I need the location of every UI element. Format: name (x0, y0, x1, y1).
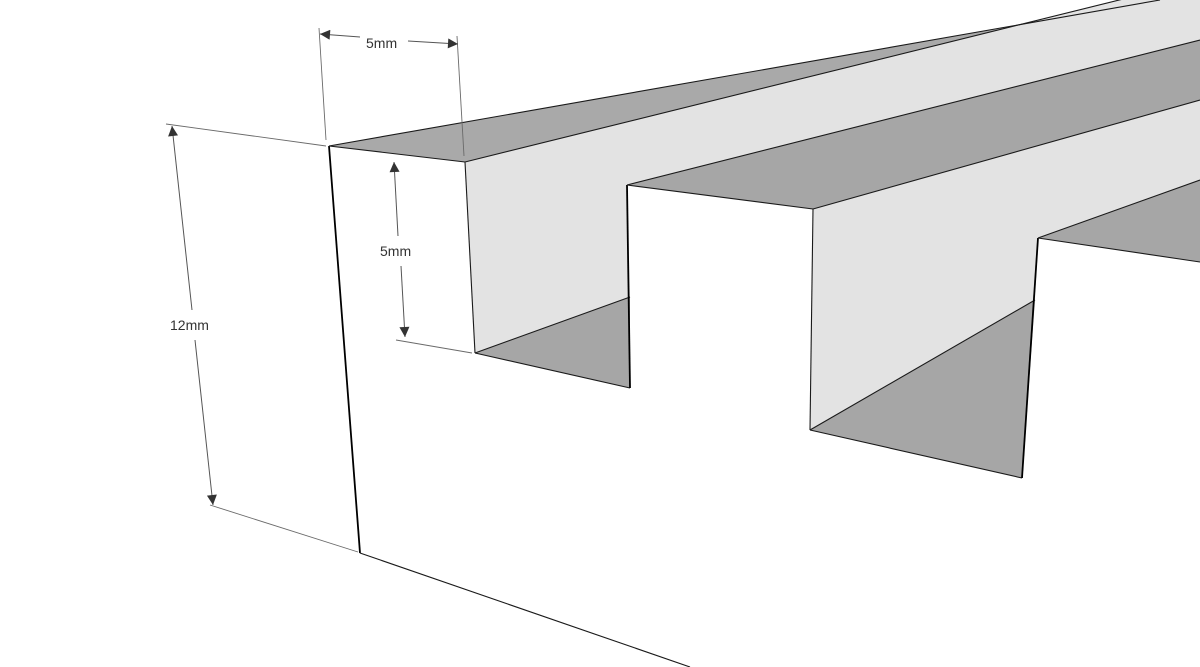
ridge-1-top-face (329, 0, 1200, 162)
front-vertical-edge (328, 145, 361, 554)
top-width-label: 5mm (366, 35, 397, 51)
dimension-slot-depth: 5mm (380, 161, 473, 354)
ridge-3-far-edge (1037, 179, 1200, 239)
ridge-3-front-top-edge (1037, 237, 1200, 263)
slot-1-floor (475, 297, 630, 388)
total-height-extension-bottom (209, 504, 359, 553)
slot-1-floor-diagonal (474, 296, 631, 354)
slot-depth-dimension-line-bottom (399, 265, 410, 338)
ridge-3-top-face (1038, 180, 1200, 262)
slot-2-floor-diagonal (809, 299, 1036, 431)
ridge-2-front-vertical (626, 184, 631, 389)
ridge-3-front-vertical (1021, 237, 1039, 479)
top-width-extension-right (456, 35, 465, 157)
top-width-dimension-line-right (407, 38, 459, 49)
bottom-edge (359, 552, 691, 667)
ridge-2-top-face (627, 40, 1200, 209)
ridge-1-side-wall (465, 0, 1200, 353)
ridge-2-far-edge (626, 39, 1200, 186)
slot-depth-label: 5mm (380, 243, 411, 259)
ridge-1-front-top-edge (328, 145, 466, 163)
total-height-dimension-line-top (168, 125, 193, 311)
slot-2-floor (810, 300, 1035, 478)
total-height-extension-top (165, 123, 327, 147)
faces (329, 0, 1200, 478)
top-width-extension-left (318, 27, 327, 141)
ridge-2-inner-edge (812, 99, 1200, 210)
ridge-2-front-top-edge (626, 184, 814, 210)
slot-depth-extension-bottom (395, 339, 473, 354)
slot-1-floor-edge (474, 352, 631, 389)
slot-2-floor-edge (809, 429, 1023, 479)
ridge-1-inner-edge (464, 0, 1122, 163)
total-height-dimension-line-bottom (194, 339, 217, 506)
top-width-dimension-line (319, 29, 361, 40)
slot-1-inner-vertical (464, 161, 476, 354)
slot-depth-dimension-line-top (389, 161, 400, 237)
dimension-top-width: 5mm (318, 27, 465, 157)
slot-2-inner-vertical (809, 208, 814, 431)
edges (328, 0, 1200, 667)
total-height-label: 12mm (170, 317, 209, 333)
dimension-total-height: 12mm (165, 123, 359, 553)
